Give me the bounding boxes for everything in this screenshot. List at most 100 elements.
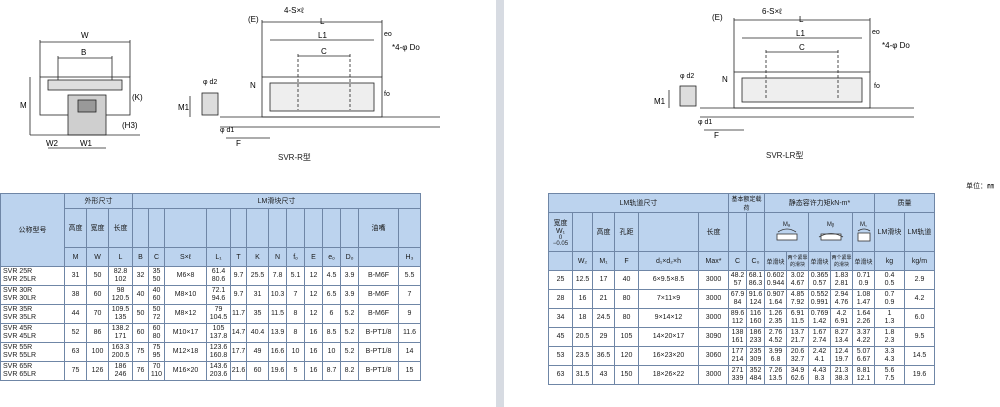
mb-moment-icon: [818, 232, 843, 240]
label-F-lr: F: [714, 131, 719, 140]
cell-kgm: 14.5: [904, 346, 935, 366]
cell-m1: 43: [592, 365, 615, 385]
col-eo: eₒ: [322, 247, 341, 267]
cell-nipple: B-M6F: [358, 304, 399, 324]
cell-t: 9.7: [230, 285, 247, 305]
cell-do: 3.9: [340, 285, 359, 305]
ma-moment-icon: [776, 228, 797, 240]
cell-s: M12×18: [164, 342, 207, 362]
label-L1-lr: L1: [796, 29, 805, 38]
col-MB-double: 两个紧靠的滑块: [830, 251, 853, 271]
col-group-moment: 静态容许力矩kN-m*: [764, 193, 875, 213]
cell-do: 5.2: [340, 323, 359, 343]
cell-w2: 23.5: [572, 346, 593, 366]
cell-kgm: 19.6: [904, 365, 935, 385]
label-M1-lr: M1: [654, 97, 666, 106]
cell-f: 105: [614, 327, 639, 347]
cell-w1: 53: [548, 346, 573, 366]
col-group-mass: 质量: [874, 193, 935, 213]
cell-e: 12: [304, 304, 323, 324]
label-N: N: [250, 81, 256, 90]
cell-fo: 8: [286, 304, 305, 324]
col-width: 宽度: [86, 208, 109, 248]
col-MA-double: 两个紧靠的滑块: [786, 251, 809, 271]
cell-f: 40: [614, 270, 639, 290]
cell-h3: 15: [398, 361, 421, 381]
cell-fo: 8: [286, 323, 305, 343]
cell-nipple: B-PT1/8: [358, 342, 399, 362]
col-M: M: [64, 247, 87, 267]
cell-s: M8×12: [164, 304, 207, 324]
cell-w1: 63: [548, 365, 573, 385]
cross-section-view: [29, 40, 140, 149]
col-group-load: 基本额定载荷: [728, 193, 765, 213]
cell-b: 75: [132, 342, 149, 362]
col-Do: Dₒ: [340, 247, 359, 267]
label-K: (K): [132, 93, 143, 102]
cell-b: 40: [132, 285, 149, 305]
right-page: (E) 6-S×ℓ L L1 C eo *4-φ Do φ d2 N fo M1…: [504, 0, 1000, 407]
cell-bolt: 9×14×12: [638, 308, 699, 328]
label-C-lr: C: [799, 43, 805, 52]
cell-b: 60: [132, 323, 149, 343]
col-W: W: [86, 247, 109, 267]
col-K: K: [246, 247, 269, 267]
cell-f: 150: [614, 365, 639, 385]
cell-m: 38: [64, 285, 87, 305]
cell-m1: 21: [592, 289, 615, 309]
cell-w2: 20.5: [572, 327, 593, 347]
col-length-rail: 长度: [698, 212, 729, 252]
col-kg: kg: [874, 251, 905, 271]
svr-r-drawing: W B M (K) (H3) W2 W1 (E) 4-S×ℓ L L1 C eo: [20, 6, 440, 149]
cell-nipple: B-PT1/8: [358, 323, 399, 343]
cell-w2: 18: [572, 308, 593, 328]
cell-do: 8.2: [340, 361, 359, 381]
label-S: 4-S×ℓ: [284, 6, 304, 15]
label-Do-lr: *4-φ Do: [882, 41, 910, 50]
cell-kgm: 9.5: [904, 327, 935, 347]
cell-n: 13.9: [268, 323, 287, 343]
col-max: Max*: [698, 251, 729, 271]
col-C-load: C: [728, 251, 747, 271]
cell-bolt: 18×26×22: [638, 365, 699, 385]
caption-svr-lr: SVR-LR型: [766, 151, 804, 160]
label-d1-lr: φ d1: [698, 119, 712, 126]
cell-do: 5.2: [340, 342, 359, 362]
cell-bolt: 6×9.5×8.5: [638, 270, 699, 290]
cell-h3: 7: [398, 285, 421, 305]
label-eo-lr: eo: [872, 29, 880, 36]
label-M1: M1: [178, 103, 190, 112]
cell-h3: 14: [398, 342, 421, 362]
label-fo-lr: fo: [874, 83, 880, 90]
cell-kgm: 6.0: [904, 308, 935, 328]
label-F: F: [236, 139, 241, 148]
col-M1: M₁: [592, 251, 615, 271]
cell-max: 3090: [698, 327, 729, 347]
cell-b: 76: [132, 361, 149, 381]
